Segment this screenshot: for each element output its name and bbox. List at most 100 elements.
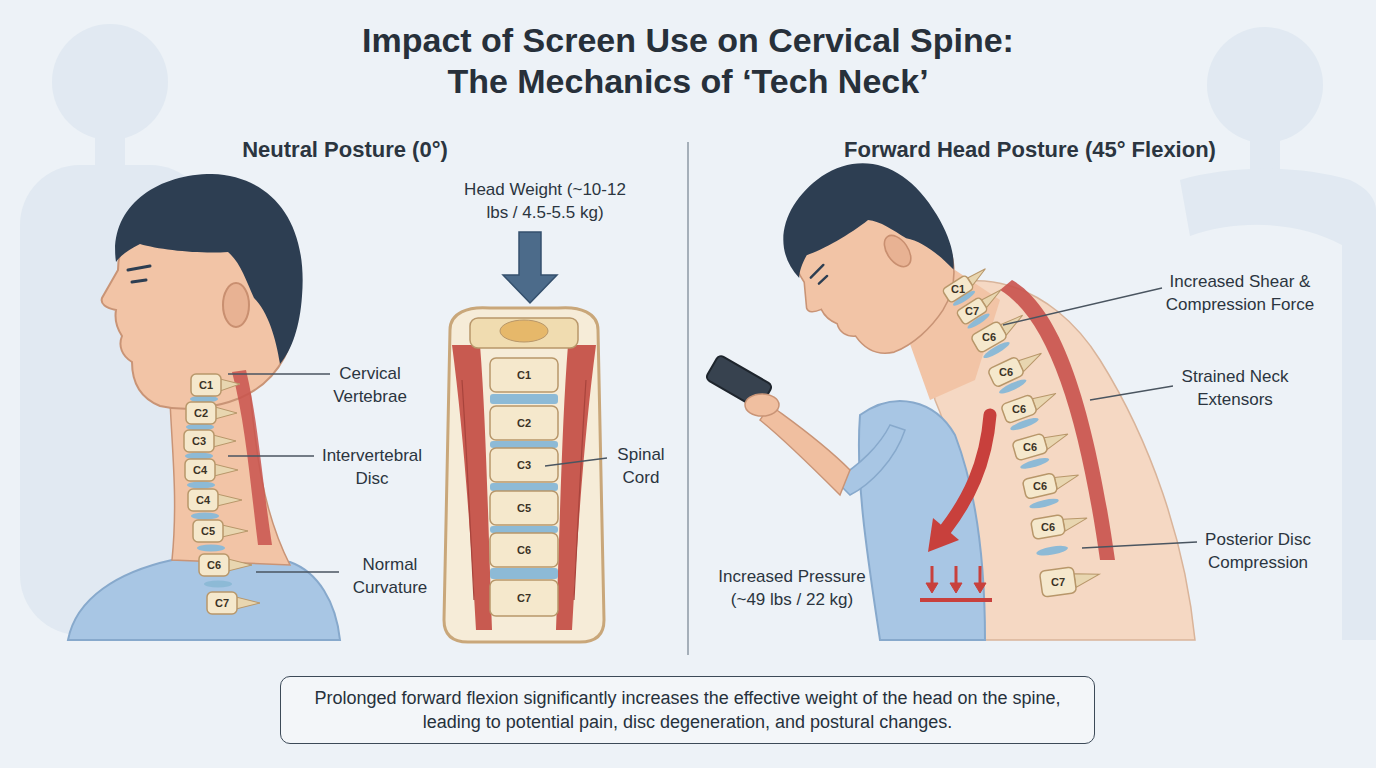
leader-line: [228, 455, 314, 456]
spinous-process: [1032, 391, 1059, 410]
vertebra-body: [970, 320, 1008, 353]
vertebra-label: C5: [196, 524, 220, 538]
vertebra-label: C7: [1046, 575, 1070, 589]
leader-line: [256, 571, 339, 572]
disc: [204, 581, 232, 588]
vertebra: [193, 520, 223, 542]
vertebra-body: [1001, 394, 1038, 424]
disc: [191, 513, 219, 520]
vertebra: [490, 491, 558, 525]
vertebra: [199, 554, 229, 576]
vertebra-label: C3: [512, 458, 536, 472]
vertebra: [490, 580, 558, 616]
vertebra-body: [1039, 567, 1076, 597]
leader-line: [1090, 386, 1173, 400]
disc: [490, 394, 558, 404]
leader-line: [228, 373, 330, 374]
callout-label: Normal Curvature: [340, 553, 440, 599]
title: Impact of Screen Use on Cervical Spine: …: [343, 20, 1033, 102]
vertebra-body: [1012, 433, 1048, 461]
caption-box: Prolonged forward flexion significantly …: [280, 676, 1095, 744]
vertebra: [1039, 563, 1101, 597]
vertebra-label: C6: [1007, 402, 1031, 416]
pressure-arrow-head: [974, 583, 986, 593]
vertebra: [185, 459, 215, 481]
vertebra-label: C4: [191, 493, 215, 507]
vertebra: [188, 489, 218, 511]
muscle-fibre: [574, 380, 586, 600]
silhouette-head: [1207, 27, 1323, 143]
vertebra-body: [942, 275, 974, 304]
vertebra-body: [987, 356, 1024, 388]
spinous-process: [1074, 570, 1101, 587]
arrow-head: [928, 518, 959, 552]
vertebra-label: C6: [1028, 479, 1052, 493]
disc: [1029, 497, 1060, 511]
divider: [687, 142, 689, 655]
spinous-process: [214, 464, 238, 476]
forearm: [760, 405, 850, 495]
neck: [170, 392, 290, 565]
disc: [197, 545, 225, 552]
callout-label: Posterior Disc Compression: [1198, 528, 1318, 574]
pressure-arrow: [979, 566, 982, 584]
spinous-process: [220, 379, 240, 391]
load-arrow: [503, 232, 557, 303]
vertebra: [191, 374, 221, 396]
head: [749, 135, 988, 381]
pressure-bar: [920, 598, 992, 602]
spinous-process: [236, 597, 260, 609]
pressure-arrows: [920, 566, 992, 602]
pressure-arrow: [931, 566, 934, 584]
vertebra: [1001, 386, 1064, 433]
silhouette-neck: [95, 138, 125, 168]
disc: [490, 526, 558, 533]
vertebra: [1012, 426, 1074, 471]
callout-label: Spinal Cord: [605, 443, 677, 489]
silhouette-head: [52, 24, 168, 140]
vertebra: [1022, 467, 1084, 510]
vertebra-label: C1: [194, 378, 218, 392]
spinous-process: [215, 407, 237, 419]
atlas: [470, 318, 578, 348]
spinous-process: [217, 494, 242, 506]
section-heading: Neutral Posture (0°): [125, 136, 565, 164]
vertebra: [490, 406, 558, 440]
vertebra-label: C6: [202, 558, 226, 572]
vertebra: [970, 308, 1033, 361]
vertebra-body: [1022, 473, 1058, 500]
silhouette-neck: [1250, 140, 1280, 170]
callout-label: Cervical Vertebrae: [320, 362, 420, 408]
spinous-process: [213, 435, 236, 447]
vertebra-label: C5: [512, 501, 536, 515]
section-heading: Forward Head Posture (45° Flexion): [810, 136, 1250, 164]
spine-flexed: [942, 264, 1101, 597]
pressure-arrow-head: [926, 583, 938, 593]
vertebra: [987, 346, 1050, 396]
vertebra-label: C7: [960, 304, 984, 318]
vertebra-label: C6: [977, 330, 1001, 344]
leader-line: [545, 458, 607, 466]
muscle: [556, 345, 596, 630]
neck-muscle: [232, 370, 272, 545]
spinous-process: [1063, 515, 1089, 531]
muscle: [452, 345, 492, 630]
vertebra-label: C6: [512, 543, 536, 557]
vertebra-label: C7: [512, 591, 536, 605]
spine-front-outline: [444, 308, 604, 642]
disc: [1036, 544, 1069, 557]
vertebra-label: C2: [189, 406, 213, 420]
vertebra-label: C1: [512, 368, 536, 382]
vertebra-label: C3: [187, 434, 211, 448]
upper-arm: [835, 425, 905, 495]
spinous-process: [1054, 472, 1080, 489]
vertebra: [1031, 510, 1093, 557]
pressure-arrow: [955, 566, 958, 584]
vertebra: [490, 358, 558, 392]
callout-label: Increased Shear & Compression Force: [1160, 270, 1320, 316]
spinous-process: [1044, 431, 1070, 449]
leader-line: [1003, 288, 1162, 325]
callout-label: Head Weight (~10-12 lbs / 4.5-5.5 kg): [455, 178, 635, 224]
spine-side: [184, 374, 260, 614]
